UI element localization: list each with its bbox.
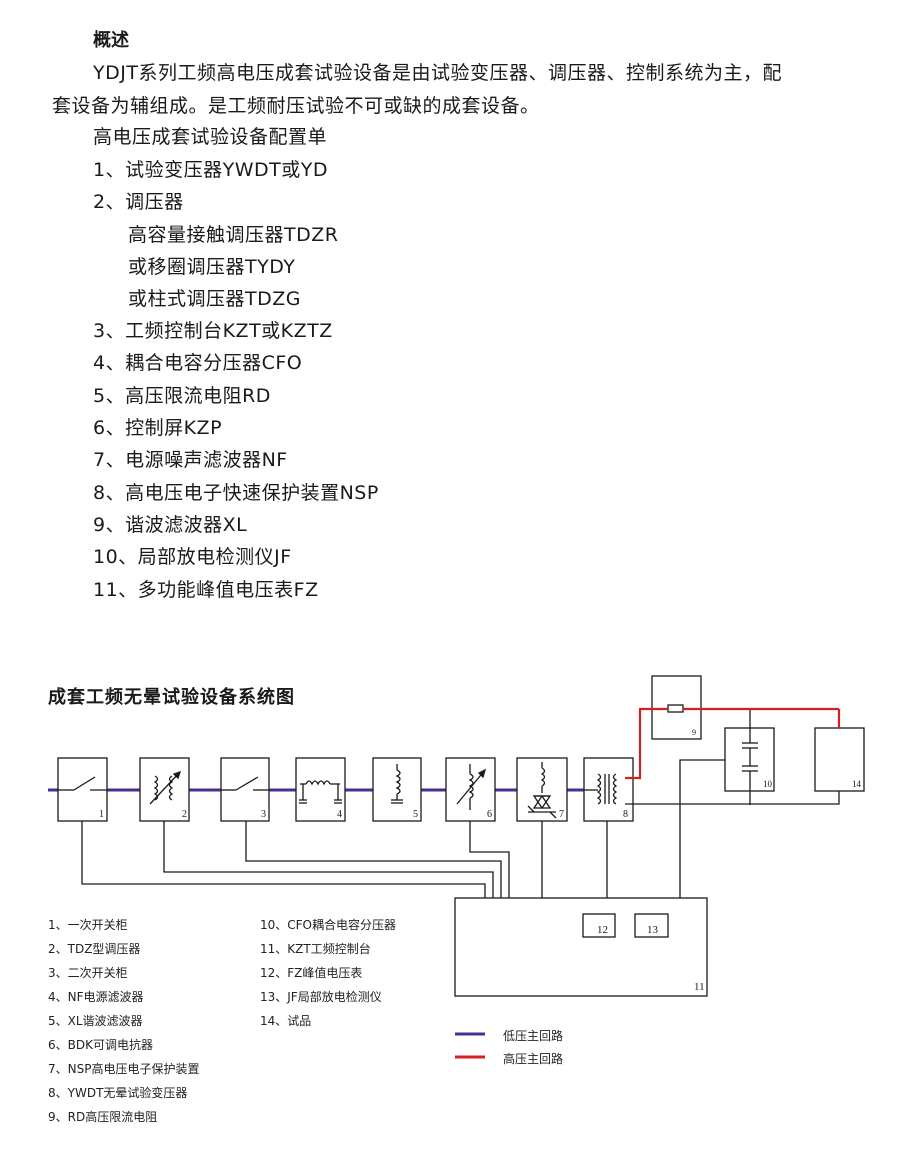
- low-voltage-legend-label: 低压主回路: [503, 1029, 564, 1043]
- unit-label: 3: [261, 809, 266, 820]
- legend-item: 12、FZ峰值电压表: [260, 966, 363, 980]
- unit-11-control-console: 11: [454, 897, 708, 997]
- unit-label: 8: [623, 809, 628, 820]
- legend-item: 1、一次开关柜: [48, 918, 128, 932]
- unit-2-voltage-regulator: 2: [139, 757, 190, 822]
- overview-paragraph-line-1: YDJT系列工频高电压成套试验设备是由试验变压器、调压器、控制系统为主，配: [93, 62, 782, 84]
- legend-item: 8、YWDT无晕试验变压器: [48, 1086, 188, 1100]
- overview-heading: 概述: [93, 30, 129, 51]
- unit-label: 1: [99, 809, 104, 820]
- control-wires: [81, 804, 681, 898]
- config-subitem: 或柱式调压器TDZG: [128, 288, 301, 310]
- unit-label: 5: [413, 809, 418, 820]
- unit-6-adjustable-reactor: 6: [445, 757, 496, 822]
- unit-5-harmonic-filter: 5: [372, 757, 422, 822]
- unit-7-nsp-protection: 7: [516, 757, 568, 822]
- config-item: 8、高电压电子快速保护装置NSP: [93, 482, 379, 504]
- unit-label: 7: [559, 809, 564, 820]
- legend-item: 10、CFO耦合电容分压器: [260, 918, 396, 932]
- high-voltage-legend-label: 高压主回路: [503, 1052, 564, 1066]
- unit-label: 13: [647, 924, 659, 936]
- unit-label: 9: [692, 728, 696, 737]
- line-legend-swatches: [455, 1032, 485, 1059]
- legend-item: 6、BDK可调电抗器: [48, 1038, 153, 1052]
- config-item: 11、多功能峰值电压表FZ: [93, 579, 319, 601]
- unit-label: 11: [694, 981, 705, 993]
- legend-item: 11、KZT工频控制台: [260, 942, 371, 956]
- config-item: 4、耦合电容分压器CFO: [93, 352, 303, 374]
- config-subitem: 或移圈调压器TYDY: [128, 256, 296, 278]
- legend-item: 9、RD高压限流电阻: [48, 1110, 158, 1124]
- config-list-title: 高电压成套试验设备配置单: [93, 126, 328, 148]
- legend-item: 2、TDZ型调压器: [48, 942, 141, 956]
- unit-label: 10: [763, 779, 773, 789]
- unit-label: 6: [487, 809, 492, 820]
- unit-8-test-transformer: 8: [583, 757, 634, 822]
- config-item: 1、试验变压器YWDT或YD: [93, 159, 328, 181]
- config-item: 2、调压器: [93, 191, 184, 213]
- unit-12-peak-voltmeter: 12: [582, 913, 616, 938]
- unit-1-primary-switchgear: 1: [57, 757, 108, 822]
- unit-14-test-object: 14: [814, 727, 865, 792]
- diagram-title: 成套工频无晕试验设备系统图: [48, 687, 295, 708]
- unit-4-power-filter: 4: [295, 757, 346, 822]
- config-item: 3、工频控制台KZT或KZTZ: [93, 320, 333, 342]
- unit-13-pd-detector: 13: [634, 913, 669, 938]
- unit-label: 2: [182, 809, 187, 820]
- unit-10-capacitor-divider: 10: [724, 710, 775, 805]
- unit-label: 4: [337, 809, 342, 820]
- legend-item: 7、NSP高电压电子保护装置: [48, 1062, 200, 1076]
- overview-paragraph-line-2: 套设备为辅组成。是工频耐压试验不可或缺的成套设备。: [52, 95, 540, 117]
- unit-9-current-limit-resistor: 9: [651, 675, 702, 740]
- config-item: 5、高压限流电阻RD: [93, 385, 271, 407]
- config-item: 7、电源噪声滤波器NF: [93, 449, 288, 471]
- config-item: 10、局部放电检测仪JF: [93, 546, 292, 568]
- unit-label: 14: [852, 779, 862, 789]
- ground-return-wires: [625, 759, 840, 805]
- unit-label: 12: [597, 924, 608, 936]
- config-subitem: 高容量接触调压器TDZR: [128, 224, 339, 246]
- config-item: 6、控制屏KZP: [93, 417, 223, 439]
- legend-item: 13、JF局部放电检测仪: [260, 990, 382, 1004]
- unit-3-secondary-switchgear: 3: [220, 757, 270, 822]
- legend-item: 3、二次开关柜: [48, 966, 128, 980]
- config-item: 9、谐波滤波器XL: [93, 514, 248, 536]
- legend-item: 5、XL谐波滤波器: [48, 1014, 143, 1028]
- legend-item: 4、NF电源滤波器: [48, 990, 144, 1004]
- legend-item: 14、试品: [260, 1014, 312, 1028]
- high-voltage-main-line: [625, 707, 841, 780]
